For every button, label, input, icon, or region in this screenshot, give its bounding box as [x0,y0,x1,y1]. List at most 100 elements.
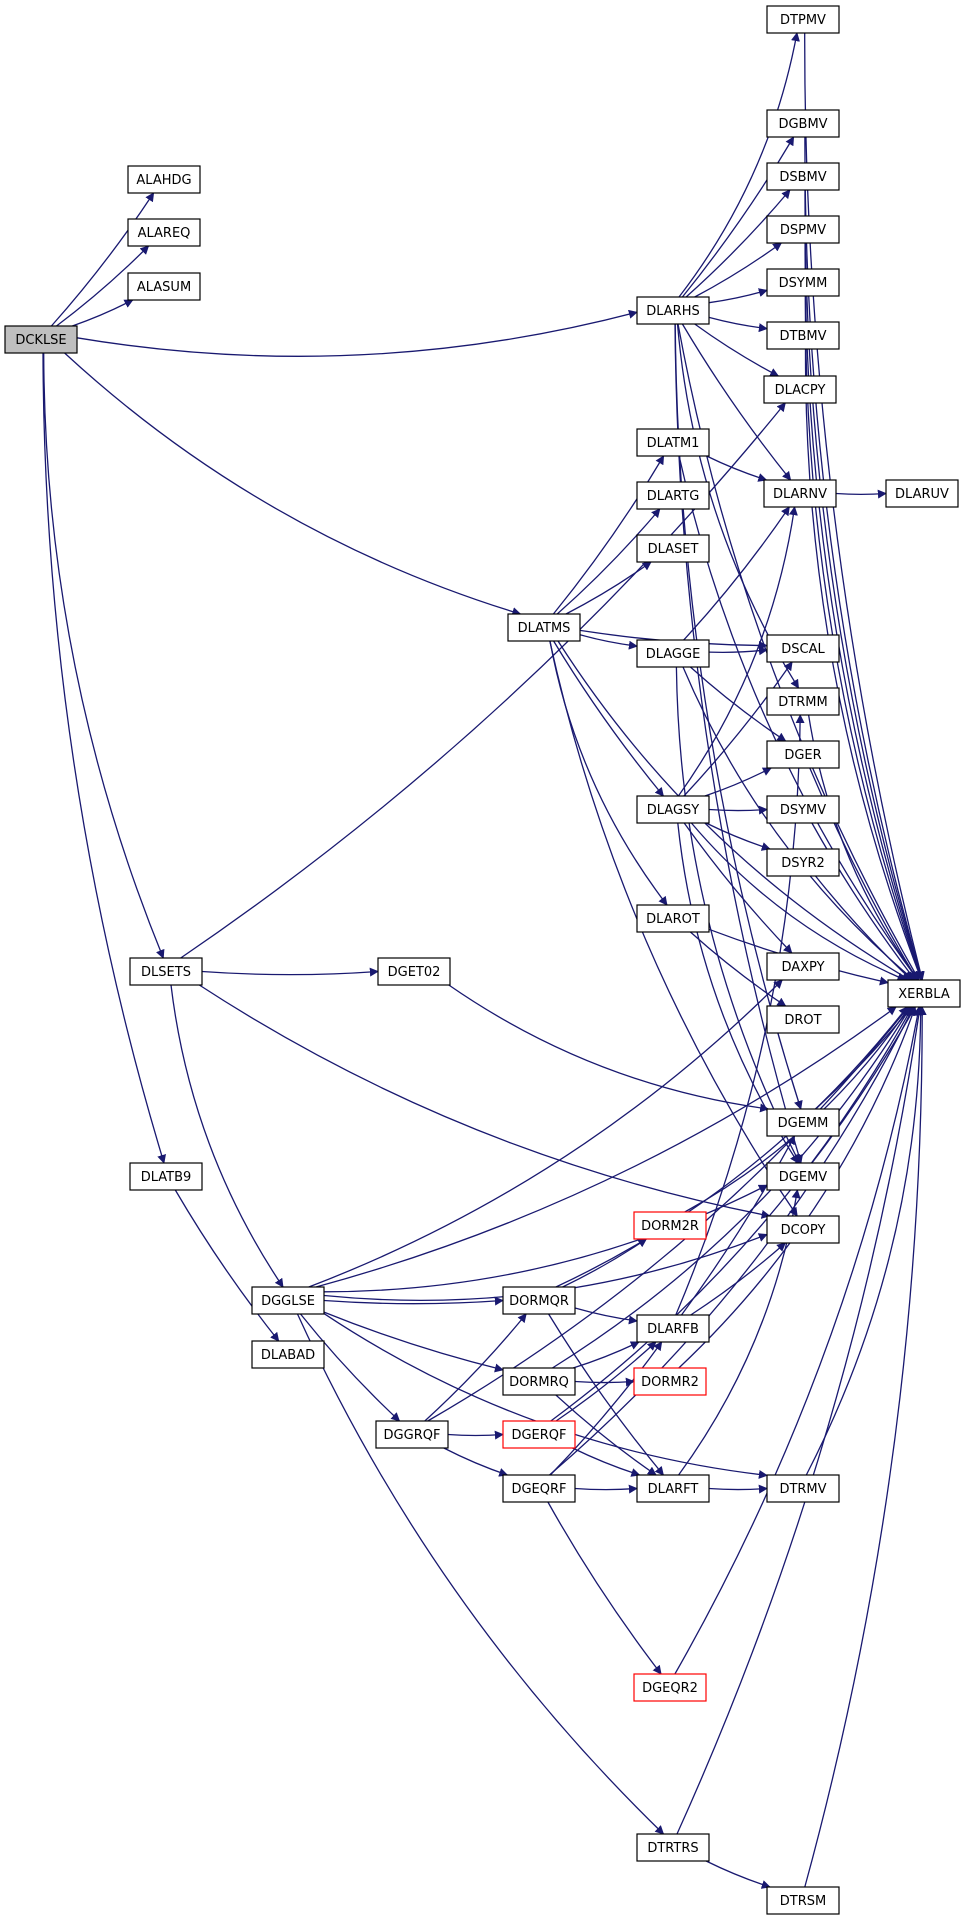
node-dlarfb[interactable]: DLARFB [636,1314,710,1343]
node-dlagge[interactable]: DLAGGE [636,639,710,668]
node-dgeqrf[interactable]: DGEQRF [502,1474,576,1503]
node-dsyr2[interactable]: DSYR2 [766,848,840,877]
node-dlarhs[interactable]: DLARHS [636,296,710,325]
node-box [636,1833,710,1862]
edge-dlarnv-to-dlaruv [835,489,887,499]
node-dcopy[interactable]: DCOPY [766,1215,840,1244]
edge-dgeqrf-to-dlarfb [549,1341,663,1476]
node-dorm2r[interactable]: DORM2R [633,1211,707,1240]
node-box [766,848,840,877]
node-label: DLAGSY [647,803,700,818]
node-dlsets[interactable]: DLSETS [129,957,203,986]
node-box [766,215,840,244]
edge-dtrtrs-to-xerbla [676,1006,924,1835]
node-dormqr[interactable]: DORMQR [502,1286,576,1315]
edge-dlatb9-to-dlabad [174,1189,280,1342]
node-dger[interactable]: DGER [766,740,840,769]
node-dgeqr2[interactable]: DGEQR2 [633,1673,707,1702]
node-box [502,1367,576,1396]
node-dget02[interactable]: DGET02 [377,957,451,986]
edge-dlatm1-to-xerbla [678,455,919,981]
node-dtbmv[interactable]: DTBMV [766,321,840,350]
edge-dlagsy-to-xerbla [690,822,907,982]
node-label: DLAROT [646,912,700,927]
edge-dlsets-to-dcopy [198,984,771,1219]
node-dscal[interactable]: DSCAL [766,634,840,663]
node-dlatm1[interactable]: DLATM1 [636,428,710,457]
node-alasum[interactable]: ALASUM [127,272,201,301]
edge-dlatms-to-dlartg [556,508,661,615]
edge-dcklse-to-alahdg [50,192,155,327]
node-dlaruv[interactable]: DLARUV [885,479,959,508]
node-dlarot[interactable]: DLAROT [636,904,710,933]
node-box [636,428,710,457]
node-dsymv[interactable]: DSYMV [766,795,840,824]
edge-dlarot-to-drot [689,931,787,1007]
node-label: DGET02 [388,965,441,980]
node-label: DSYMV [780,803,826,818]
node-dormr2[interactable]: DORMR2 [633,1367,707,1396]
node-dormrq[interactable]: DORMRQ [502,1367,576,1396]
edge-dlarft-to-dtrmv [708,1484,768,1494]
node-label: DLARTG [647,489,700,504]
edge-dlarfb-to-dgemm [680,1135,796,1316]
node-alahdg[interactable]: ALAHDG [127,165,201,194]
node-dlatms[interactable]: DLATMS [507,613,581,642]
node-dlarft[interactable]: DLARFT [636,1474,710,1503]
edge-dlagsy-to-dlarnv [677,506,798,797]
node-label: DTRMV [779,1482,826,1497]
node-dgerqf[interactable]: DGERQF [502,1420,576,1449]
node-dgglse[interactable]: DGGLSE [251,1286,325,1315]
node-dspmv[interactable]: DSPMV [766,215,840,244]
node-box [502,1286,576,1315]
node-dlatb9[interactable]: DLATB9 [129,1162,203,1191]
node-label: DLATB9 [141,1170,192,1185]
node-label: DTPMV [780,13,826,28]
edge-dsbmv-to-xerbla [804,189,924,981]
node-dtrtrs[interactable]: DTRTRS [636,1833,710,1862]
node-drot[interactable]: DROT [766,1005,840,1034]
node-xerbla[interactable]: XERBLA [887,979,961,1008]
node-box [633,1367,707,1396]
node-dsymm[interactable]: DSYMM [766,268,840,297]
node-dtrmm[interactable]: DTRMM [766,687,840,716]
node-dlarnv[interactable]: DLARNV [763,479,837,508]
node-dcklse[interactable]: DCKLSE [4,325,78,354]
node-dgemm[interactable]: DGEMM [766,1108,840,1137]
node-dlaset[interactable]: DLASET [636,534,710,563]
node-label: DLACPY [775,383,826,398]
edge-dggrqf-to-dgerqf [447,1430,504,1440]
node-dlabad[interactable]: DLABAD [251,1340,325,1369]
edge-dlsets-to-dget02 [201,967,379,977]
node-label: DTBMV [780,329,827,344]
node-dtpmv[interactable]: DTPMV [766,5,840,34]
node-label: DLATM1 [647,436,700,451]
node-box [507,613,581,642]
node-box [636,639,710,668]
node-alareq[interactable]: ALAREQ [127,218,201,247]
node-box [502,1474,576,1503]
node-dggrqf[interactable]: DGGRQF [375,1420,449,1449]
node-dgbmv[interactable]: DGBMV [766,109,840,138]
node-box [766,162,840,191]
edge-dormrq-to-dlarfb [572,1341,640,1369]
node-daxpy[interactable]: DAXPY [766,952,840,981]
node-dsbmv[interactable]: DSBMV [766,162,840,191]
node-label: DAXPY [781,960,824,975]
node-dlagsy[interactable]: DLAGSY [636,795,710,824]
node-box [636,1314,710,1343]
node-label: DLATMS [518,621,571,636]
node-label: XERBLA [898,987,950,1002]
edge-dlagsy-to-daxpy [683,822,793,954]
node-dtrmv[interactable]: DTRMV [766,1474,840,1503]
node-box [127,165,201,194]
node-dtrsm[interactable]: DTRSM [766,1886,840,1915]
node-label: DORM2R [641,1219,699,1234]
edge-dlatms-to-dlaset [565,561,652,615]
edge-dlsets-to-dgglse [170,984,284,1288]
node-dgemv[interactable]: DGEMV [766,1162,840,1191]
node-dlartg[interactable]: DLARTG [636,481,710,510]
node-dlacpy[interactable]: DLACPY [763,375,837,404]
node-box [885,479,959,508]
edge-dlatms-to-dlarot [549,640,668,906]
